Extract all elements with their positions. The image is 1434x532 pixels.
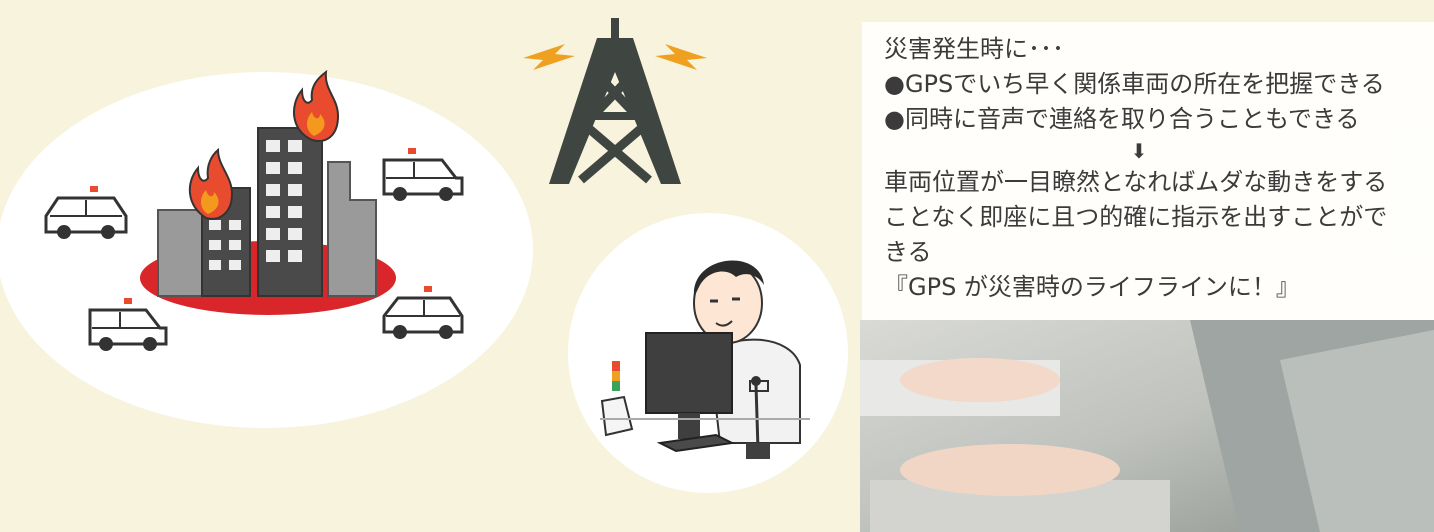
result-text-1: 車両位置が一目瞭然となればムダな動きをする: [884, 168, 1388, 196]
vehicle-icon: [382, 148, 464, 201]
vehicle-icon: [382, 286, 464, 339]
building-tall: [257, 127, 323, 297]
vehicle-icon: [88, 298, 168, 351]
monitor-icon: [645, 332, 736, 453]
slogan-text: 『GPS が災害時のライフラインに！』: [884, 273, 1300, 301]
operator-head: [693, 260, 764, 344]
signal-icon: [523, 44, 575, 70]
result-text-3: きる: [884, 238, 932, 266]
microphone-icon: [746, 376, 770, 459]
signal-light-icon: [600, 361, 634, 437]
disaster-scene-illustration: [0, 69, 533, 428]
typing-photo: [860, 320, 1434, 532]
fire-icon: [188, 147, 234, 220]
intro-text: 災害発生時に･･･: [884, 35, 1064, 63]
arrow-down-icon: ⬇: [1130, 139, 1148, 163]
building-gray-right: [327, 161, 377, 297]
fire-icon: [292, 69, 340, 142]
bullet-voice: ●同時に音声で連絡を取り合うこともできる: [884, 105, 1360, 133]
result-text-2: ことなく即座に且つ的確に指示を出すことがで: [884, 203, 1388, 231]
description-panel: 災害発生時に･･･ ●GPSでいち早く関係車両の所在を把握できる ●同時に音声で…: [862, 22, 1434, 320]
bullet-gps: ●GPSでいち早く関係車両の所在を把握できる: [884, 70, 1385, 98]
building-gray-left: [157, 209, 203, 297]
operator-illustration: [568, 213, 848, 493]
signal-icon: [655, 44, 707, 70]
vehicle-icon: [44, 186, 128, 239]
radio-tower-icon: [523, 18, 707, 184]
